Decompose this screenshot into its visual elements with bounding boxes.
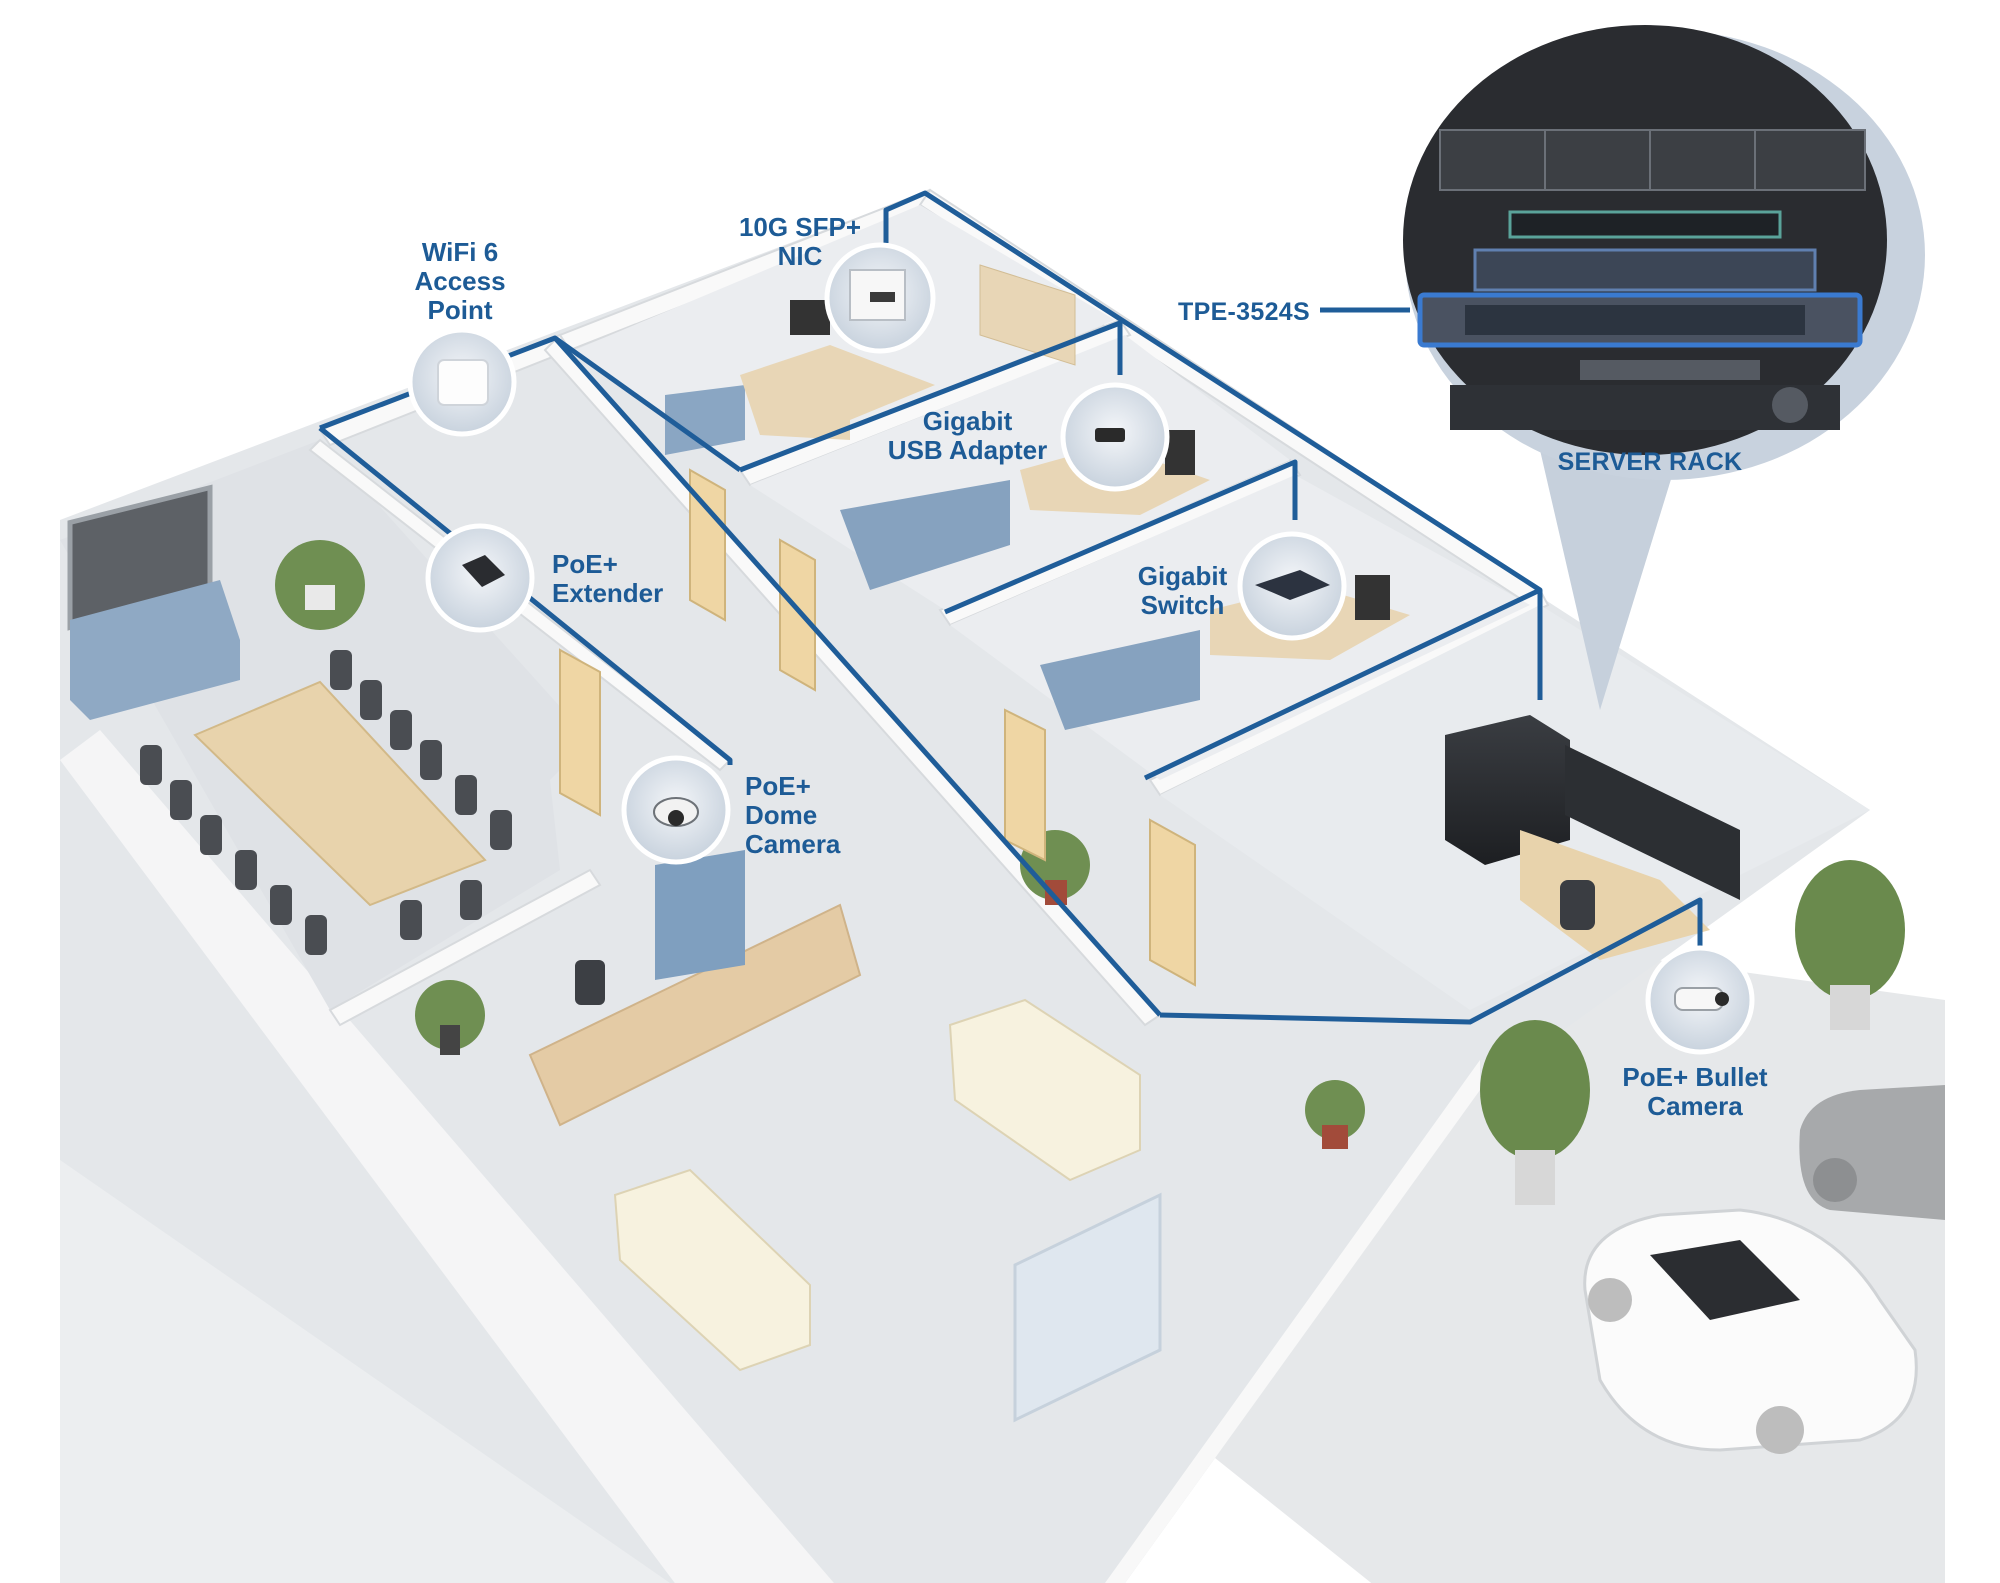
usb-adapter-label: Gigabit USB Adapter: [887, 406, 1048, 465]
control-chair: [1560, 880, 1595, 930]
monitor-wall: [1565, 745, 1740, 900]
car-icon: [1583, 1085, 1945, 1454]
meeting-table: [193, 680, 487, 907]
doors: [559, 468, 1196, 987]
bullet-camera-icon: [1645, 945, 1755, 1055]
dome-camera-icon: [621, 755, 731, 865]
server-rack-label: SERVER RACK: [1557, 448, 1743, 476]
right-wall: [1105, 1060, 1480, 1583]
front-wall: [60, 730, 834, 1583]
wifi-access-point-label: WiFi 6 Access Point: [414, 237, 506, 325]
poe-extender-label: PoE+ Extender: [552, 549, 664, 608]
reception-cabinet: [655, 850, 745, 980]
reception-chair: [575, 960, 605, 1005]
sfp-nic-label: 10G SFP+ NIC: [738, 212, 862, 271]
gigabit-switch-label: Gigabit Switch: [1137, 561, 1228, 620]
sofa-2: [613, 1168, 811, 1372]
server-rack-icon: [1445, 715, 1570, 865]
meeting-chairs: [140, 650, 512, 955]
network-switch-icon: [1237, 531, 1347, 641]
tv-cabinet: [70, 580, 240, 720]
poe-extender-icon: [425, 523, 535, 633]
dome-camera-label: PoE+ Dome Camera: [745, 771, 841, 859]
sofa-1: [948, 998, 1141, 1182]
nic-card-icon: [824, 242, 936, 354]
access-point-icon: [407, 327, 517, 437]
plant-icon: [275, 540, 1905, 1205]
network-cabling: [318, 190, 1703, 1025]
device-bubbles: [407, 242, 1755, 1055]
server-rack-callout: [1403, 25, 1925, 710]
bullet-camera-label: PoE+ Bullet Camera: [1622, 1062, 1768, 1121]
rack-switch-label: TPE-3524S: [1178, 298, 1310, 326]
usb-adapter-icon: [1060, 382, 1170, 492]
entrance-door: [1013, 1192, 1162, 1423]
